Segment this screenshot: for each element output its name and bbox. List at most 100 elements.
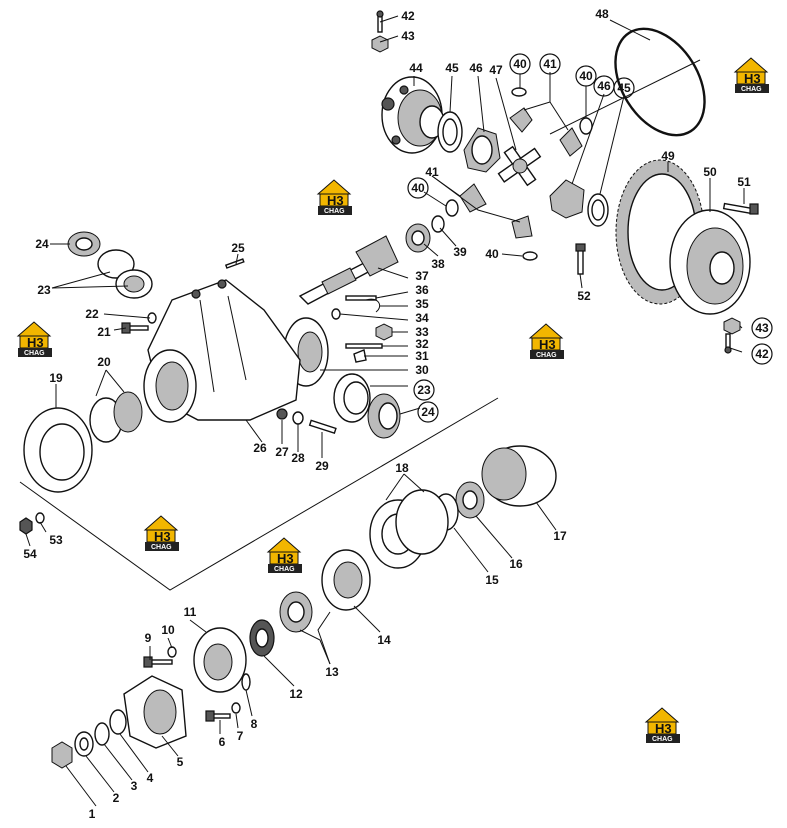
bearing-38 (405, 223, 431, 253)
callout-label: 33 (415, 325, 429, 339)
nut-43-right (723, 317, 741, 335)
callout-label: 26 (253, 441, 267, 455)
logo-text-bottom: CHAG (741, 86, 762, 93)
bolt-42-right (724, 333, 732, 354)
callout-label: 31 (415, 349, 429, 363)
logo-text-bottom: CHAG (652, 736, 673, 743)
callout-label: 16 (509, 557, 523, 571)
callout-label: 41 (425, 165, 439, 179)
logo-text-bottom: CHAG (274, 566, 295, 573)
callout-label: 43 (401, 29, 415, 43)
logo-watermark: H3 CHAG (266, 537, 302, 573)
callout-labels: 1 2 3 4 5 6 7 8 9 10 11 12 13 14 15 16 1… (23, 7, 769, 821)
bearing-cup-17 (481, 445, 557, 507)
diff-case-half-44 (381, 76, 445, 154)
logo-text-bottom: CHAG (151, 544, 172, 551)
callout-label: 39 (453, 245, 467, 259)
callout-label: 52 (577, 289, 591, 303)
bearing-cone-16 (455, 481, 485, 519)
bearing-cone-24-left (67, 231, 101, 257)
callout-label: 22 (85, 307, 99, 321)
callout-label: 8 (251, 717, 258, 731)
callout-label: 1 (89, 807, 96, 821)
callout-label: 7 (237, 729, 244, 743)
callout-label: 38 (431, 257, 445, 271)
callout-label: 41 (543, 57, 557, 71)
bearing-13 (279, 591, 313, 633)
diff-case-half-50 (669, 209, 751, 315)
washer-10 (167, 646, 177, 658)
bolt-42-top (376, 10, 384, 33)
o-ring-48 (614, 27, 706, 137)
logo-watermark: H3 CHAG (316, 179, 352, 215)
callout-label: 5 (177, 755, 184, 769)
logo-text-bottom: CHAG (536, 352, 557, 359)
thrust-washer-45-right (587, 193, 609, 227)
seal-4 (109, 709, 127, 735)
callout-label: 14 (377, 633, 391, 647)
logo-text-top: H3 (327, 193, 344, 208)
leader-lines (25, 15, 745, 807)
retainer-14 (321, 549, 371, 611)
callout-label: 17 (553, 529, 567, 543)
callout-label: 47 (489, 63, 503, 77)
callout-label: 42 (755, 347, 769, 361)
callout-label: 32 (415, 337, 429, 351)
callout-label: 9 (145, 631, 152, 645)
callout-label: 6 (219, 735, 226, 749)
callout-label: 24 (421, 405, 435, 419)
bolt-54 (19, 517, 33, 535)
lock-31 (353, 349, 367, 363)
stud-29 (308, 419, 337, 435)
callout-label: 23 (417, 383, 431, 397)
callout-label: 23 (37, 283, 51, 297)
callout-label: 37 (415, 269, 429, 283)
callout-label: 48 (595, 7, 609, 21)
bearing-12 (249, 619, 275, 657)
logo-watermark: H3 CHAG (528, 323, 564, 359)
callout-label: 42 (401, 9, 415, 23)
callout-label: 40 (485, 247, 499, 261)
shims-18 (369, 489, 449, 569)
nut-33 (375, 323, 393, 341)
callout-label: 46 (597, 79, 611, 93)
logo-watermark: H3 CHAG (16, 321, 52, 357)
logo-text-top: H3 (154, 529, 171, 544)
pin-25 (224, 258, 245, 269)
callout-label: 29 (315, 459, 329, 473)
washer-34 (331, 308, 341, 320)
callout-label: 27 (275, 445, 289, 459)
callout-label: 40 (579, 69, 593, 83)
bearing-cup-23-left (97, 249, 153, 299)
callout-circles (407, 53, 773, 423)
o-ring-8 (241, 673, 251, 691)
bearing-cone-24-right (367, 393, 401, 439)
callout-label: 49 (661, 149, 675, 163)
washer-7 (231, 702, 241, 714)
logo-text-top: H3 (744, 71, 761, 86)
callout-label: 40 (411, 181, 425, 195)
callout-label: 11 (184, 605, 197, 619)
callout-label: 19 (49, 371, 63, 385)
callout-label: 45 (445, 61, 459, 75)
callout-label: 3 (131, 779, 138, 793)
callout-label: 2 (113, 791, 120, 805)
thrust-washer-45 (437, 111, 463, 153)
seal-retainer-11 (193, 627, 247, 693)
logo-text-top: H3 (27, 335, 44, 350)
logo-text-top: H3 (539, 337, 556, 352)
callout-label: 35 (415, 297, 429, 311)
pinion-assembly-frame (19, 397, 499, 591)
callout-label: 40 (513, 57, 527, 71)
callout-label: 12 (289, 687, 303, 701)
bearing-cup-23-right (333, 373, 371, 423)
callout-label: 4 (147, 771, 154, 785)
logo-text-top: H3 (277, 551, 294, 566)
bolt-9 (143, 656, 173, 668)
pinion-gear-41 (459, 107, 583, 239)
washer-2 (74, 731, 94, 757)
logo-watermark: H3 CHAG (143, 515, 179, 551)
pin-35 (365, 298, 381, 313)
logo-text-bottom: CHAG (324, 208, 345, 215)
callout-label: 45 (617, 81, 631, 95)
